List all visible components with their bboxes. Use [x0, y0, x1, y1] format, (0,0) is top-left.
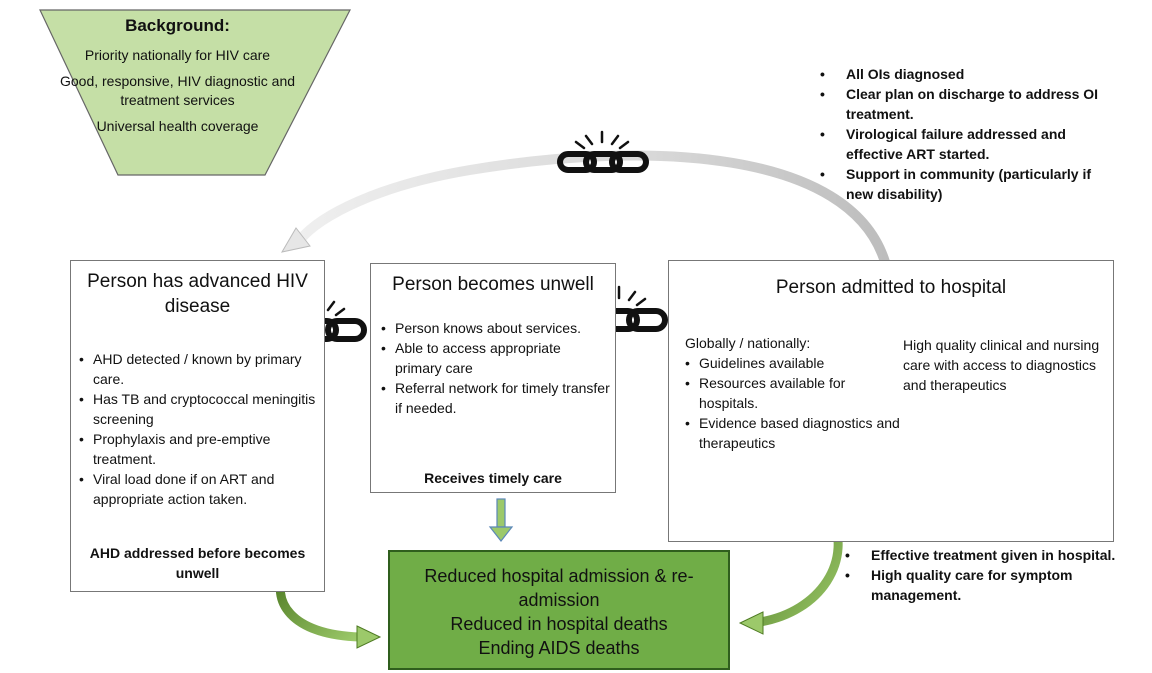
hospital-global-heading: Globally / nationally: [685, 335, 811, 351]
ahd-box: Person has advanced HIV disease AHD dete… [70, 260, 325, 592]
hospital-bullet-list: Guidelines available Resources available… [685, 353, 905, 453]
ahd-box-footer: AHD addressed before becomes unwell [89, 545, 306, 581]
unwell-box: Person becomes unwell Person knows about… [370, 263, 616, 493]
list-item: Prophylaxis and pre-emptive treatment. [79, 429, 319, 469]
list-item: Effective treatment given in hospital. [845, 545, 1150, 565]
down-arrow [488, 498, 514, 542]
list-item: High quality care for symptom management… [845, 565, 1150, 605]
list-item: Referral network for timely transfer if … [381, 378, 611, 418]
background-line: Priority nationally for HIV care [84, 47, 271, 63]
outcome-line: Ending AIDS deaths [478, 638, 640, 658]
background-panel: Background: Priority nationally for HIV … [40, 10, 315, 175]
list-item: Viral load done if on ART and appropriat… [79, 469, 319, 509]
outcome-box: Reduced hospital admission & re-admissio… [388, 550, 730, 670]
list-item: Clear plan on discharge to address OI tr… [820, 84, 1110, 124]
hospital-outcomes: Effective treatment given in hospital. H… [845, 545, 1150, 605]
background-trapezoid [39, 9, 351, 176]
discharge-bullet-list: All OIs diagnosed Clear plan on discharg… [820, 64, 1110, 204]
unwell-box-footer: Receives timely care [424, 470, 562, 486]
list-item: Person knows about services. [381, 318, 611, 338]
outcome-line: Reduced in hospital deaths [450, 614, 668, 634]
unwell-bullet-list: Person knows about services. Able to acc… [381, 318, 611, 418]
list-item: Able to access appropriate primary care [381, 338, 611, 378]
ahd-bullet-list: AHD detected / known by primary care. Ha… [79, 349, 319, 509]
list-item: Guidelines available [685, 353, 905, 373]
ahd-box-title: Person has advanced HIV disease [87, 271, 308, 317]
list-item: Support in community (particularly if ne… [820, 164, 1110, 204]
list-item: All OIs diagnosed [820, 64, 1110, 84]
background-line: Good, responsive, HIV diagnostic and tre… [59, 73, 296, 108]
unwell-box-title: Person becomes unwell [392, 274, 594, 295]
broken-chain-icon-top [557, 130, 649, 173]
hospital-care-text: High quality clinical and nursing care w… [903, 337, 1100, 393]
list-item: Resources available for hospitals. [685, 373, 905, 413]
list-item: Has TB and cryptococcal meningitis scree… [79, 389, 319, 429]
discharge-outcomes: All OIs diagnosed Clear plan on discharg… [820, 64, 1110, 204]
list-item: Virological failure addressed and effect… [820, 124, 1110, 164]
hospital-global-section: Globally / nationally: Guidelines availa… [685, 333, 905, 453]
hospital-box: Person admitted to hospital Globally / n… [668, 260, 1114, 542]
background-title: Background: [125, 16, 230, 35]
background-lines: Priority nationally for HIV care Good, r… [40, 46, 315, 143]
hospital-outcomes-list: Effective treatment given in hospital. H… [845, 545, 1150, 605]
hospital-box-title: Person admitted to hospital [775, 277, 1007, 298]
background-line: Universal health coverage [96, 118, 259, 134]
return-arc-arrowhead [280, 227, 311, 253]
list-item: AHD detected / known by primary care. [79, 349, 319, 389]
list-item: Evidence based diagnostics and therapeut… [685, 413, 905, 453]
outcome-line: Reduced hospital admission & re-admissio… [424, 566, 694, 610]
